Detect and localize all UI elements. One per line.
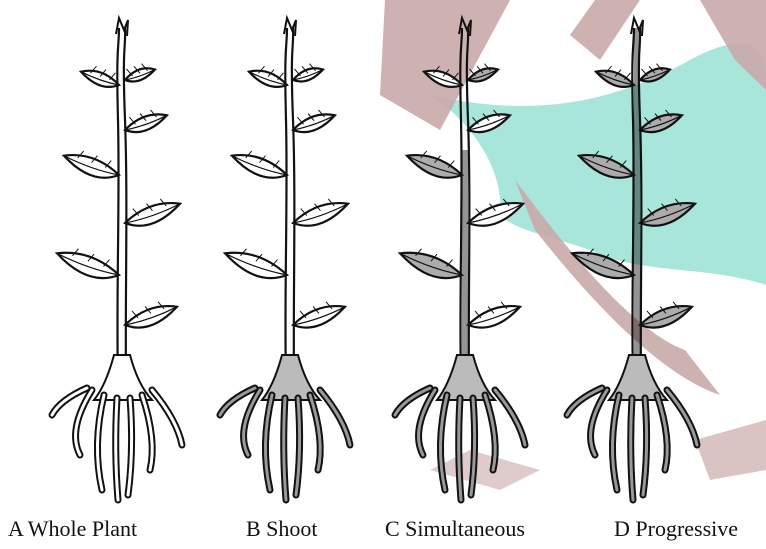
apical-bud-icon xyxy=(116,18,128,36)
root-icon xyxy=(495,390,525,445)
leaf-icon xyxy=(293,306,345,328)
leaf-icon xyxy=(249,71,287,87)
leaf-shading xyxy=(400,253,462,278)
root-icon xyxy=(152,390,182,445)
caption-whole-plant: A Whole Plant xyxy=(8,516,137,542)
leaf-icon xyxy=(64,155,119,178)
stem-icon xyxy=(285,28,287,380)
leaf-icon xyxy=(225,253,287,278)
caption-simultaneous: C Simultaneous xyxy=(385,516,525,542)
leaf-icon xyxy=(125,114,167,132)
leaf-icon xyxy=(81,71,119,87)
stem-shading xyxy=(462,150,468,380)
leaf-icon xyxy=(125,203,180,226)
apical-bud-icon xyxy=(284,18,296,36)
stem-icon xyxy=(117,28,119,380)
leaf-icon xyxy=(293,203,348,226)
leaf-icon xyxy=(125,306,177,328)
plant-figures xyxy=(52,18,697,500)
root-icon xyxy=(320,390,350,445)
leaf-shading xyxy=(407,155,462,178)
caption-progressive: D Progressive xyxy=(614,516,738,542)
caption-shoot: B Shoot xyxy=(246,516,318,542)
plant-a xyxy=(52,18,182,500)
leaf-icon xyxy=(468,306,520,328)
leaf-icon xyxy=(57,253,119,278)
leaf-shading xyxy=(640,306,692,328)
plant-b xyxy=(220,18,350,500)
leaf-icon xyxy=(232,155,287,178)
root-icon xyxy=(667,390,697,445)
leaf-icon xyxy=(293,114,335,132)
